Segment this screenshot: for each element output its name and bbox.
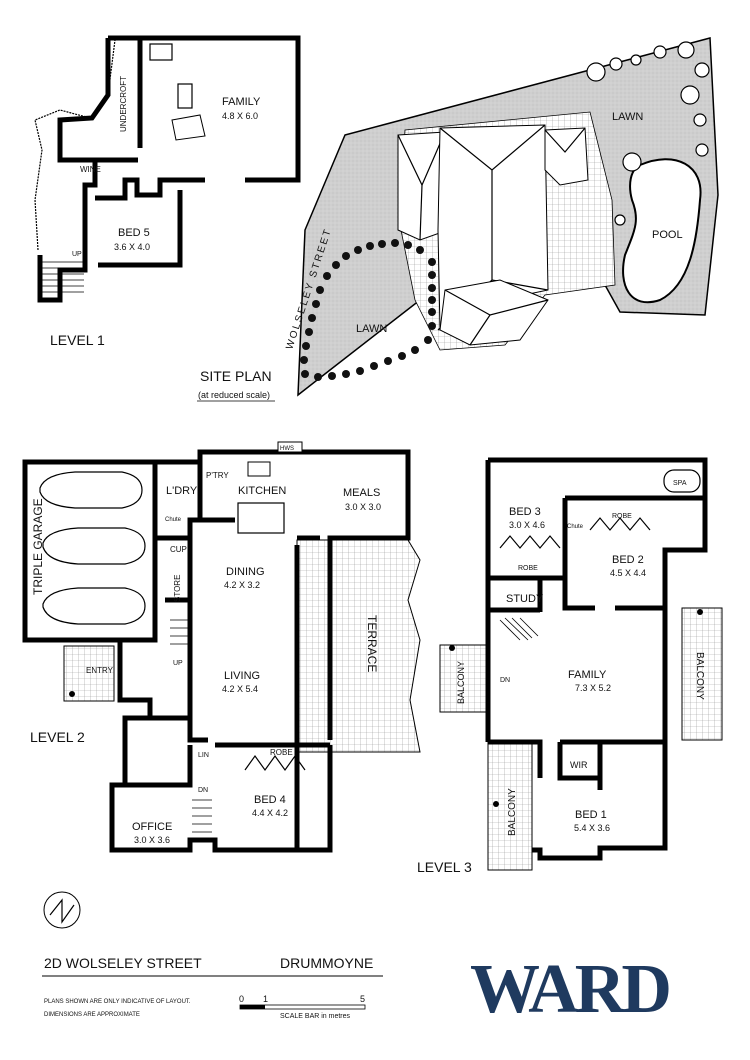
footer-address: 2D WOLSELEY STREET — [44, 955, 202, 971]
level2-meals-dims: 3.0 X 3.0 — [345, 502, 381, 512]
level1-bed5-dims: 3.6 X 4.0 — [114, 242, 150, 252]
level3-dn: DN — [500, 677, 510, 684]
level3-bed3-dims: 3.0 X 4.6 — [509, 520, 545, 530]
level1-family-name: FAMILY — [222, 96, 261, 108]
level-1-plan: UP FAMILY 4.8 X 6.0 BED 5 3.6 X 4.0 WINE… — [34, 35, 301, 348]
level3-study: STUDY — [506, 593, 544, 605]
level3-wir: WIR — [570, 760, 588, 770]
terrace-area — [296, 539, 421, 753]
level3-bed3-name: BED 3 — [509, 506, 541, 518]
level2-lin: LIN — [198, 752, 209, 759]
level-3-plan: BED 3 3.0 X 4.6 ROBE ROBE Chute SPA BED … — [417, 457, 723, 875]
level-2-plan: HWS TRIPLE GARAGE L'DRY P'TRY KITCHEN ME… — [22, 441, 421, 853]
hedge-trees — [300, 239, 436, 381]
site-plan: LAWN LAWN POOL WOLSELEY STREET SITE PLAN… — [197, 37, 719, 402]
level1-up: UP — [72, 251, 82, 258]
level3-spa: SPA — [673, 480, 687, 487]
footer-disclaimer-2: DIMENSIONS ARE APPROXIMATE — [44, 1012, 140, 1018]
level1-undercroft: UNDERCROFT — [119, 76, 128, 132]
level2-office-dims: 3.0 X 3.6 — [134, 835, 170, 845]
level3-family-dims: 7.3 X 5.2 — [575, 683, 611, 693]
level1-family-dims: 4.8 X 6.0 — [222, 111, 258, 121]
scale-1: 1 — [263, 994, 268, 1004]
house-roof — [397, 124, 589, 346]
north-arrow-icon — [43, 891, 81, 929]
site-lawn-top: LAWN — [612, 111, 643, 123]
site-pool: POOL — [652, 229, 683, 241]
site-plan-subtitle: (at reduced scale) — [198, 390, 270, 400]
car-icon — [39, 471, 146, 625]
level2-laundry: L'DRY — [166, 485, 198, 497]
level3-title: LEVEL 3 — [417, 859, 472, 875]
level2-meals-name: MEALS — [343, 487, 380, 499]
level2-chute: Chute — [165, 517, 182, 523]
footer-disclaimer-1: PLANS SHOWN ARE ONLY INDICATIVE OF LAYOU… — [44, 999, 191, 1005]
level3-chute: Chute — [567, 524, 584, 530]
level2-garage: TRIPLE GARAGE — [31, 498, 45, 595]
pool-shape — [622, 158, 702, 304]
level2-up: UP — [173, 660, 183, 667]
level2-title: LEVEL 2 — [30, 729, 85, 745]
level3-bed1-name: BED 1 — [575, 809, 607, 821]
level2-dining-name: DINING — [226, 566, 265, 578]
level3-robe-1: ROBE — [518, 565, 538, 572]
level2-bed4-dims: 4.4 X 4.2 — [252, 808, 288, 818]
level2-living-dims: 4.2 X 5.4 — [222, 684, 258, 694]
stair-icon — [40, 261, 84, 293]
level3-bed2-dims: 4.5 X 4.4 — [610, 568, 646, 578]
footer-suburb: DRUMMOYNE — [280, 955, 373, 971]
site-lawn-left: LAWN — [356, 323, 387, 335]
level1-title: LEVEL 1 — [50, 332, 105, 348]
level2-dining-dims: 4.2 X 3.2 — [224, 580, 260, 590]
level2-living-name: LIVING — [224, 670, 260, 682]
level1-wine: WINE — [80, 165, 101, 174]
level2-office-name: OFFICE — [132, 821, 172, 833]
garden-trees — [586, 41, 710, 226]
scale-bar: 0 1 5 SCALE BAR in metres — [239, 994, 366, 1020]
level2-terrace: TERRACE — [365, 615, 379, 672]
level2-kitchen: KITCHEN — [238, 485, 286, 497]
level3-balcony-left: BALCONY — [456, 661, 466, 704]
level3-robe-2: ROBE — [612, 513, 632, 520]
level2-bed4-name: BED 4 — [254, 794, 286, 806]
level2-cup: CUP — [170, 545, 187, 554]
site-plan-title: SITE PLAN — [200, 368, 272, 384]
scale-0: 0 — [239, 994, 244, 1004]
level3-bed1-dims: 5.4 X 3.6 — [574, 823, 610, 833]
level2-robe: ROBE — [270, 748, 293, 757]
level2-dn: DN — [198, 787, 208, 794]
level2-pantry: P'TRY — [206, 471, 229, 480]
level3-balcony-right: BALCONY — [694, 652, 705, 700]
brand-text: WARD — [470, 951, 669, 1020]
level3-balcony-bottom: BALCONY — [507, 788, 518, 836]
scale-caption: SCALE BAR in metres — [280, 1013, 351, 1020]
level1-bed5-name: BED 5 — [118, 227, 150, 239]
level2-hws: HWS — [280, 446, 294, 452]
level2-entry: ENTRY — [86, 666, 114, 675]
brand-logo: WARD — [468, 950, 698, 1028]
level2-store: STORE — [173, 575, 182, 602]
level3-bed2-name: BED 2 — [612, 554, 644, 566]
scale-5: 5 — [360, 994, 365, 1004]
level3-family-name: FAMILY — [568, 669, 607, 681]
